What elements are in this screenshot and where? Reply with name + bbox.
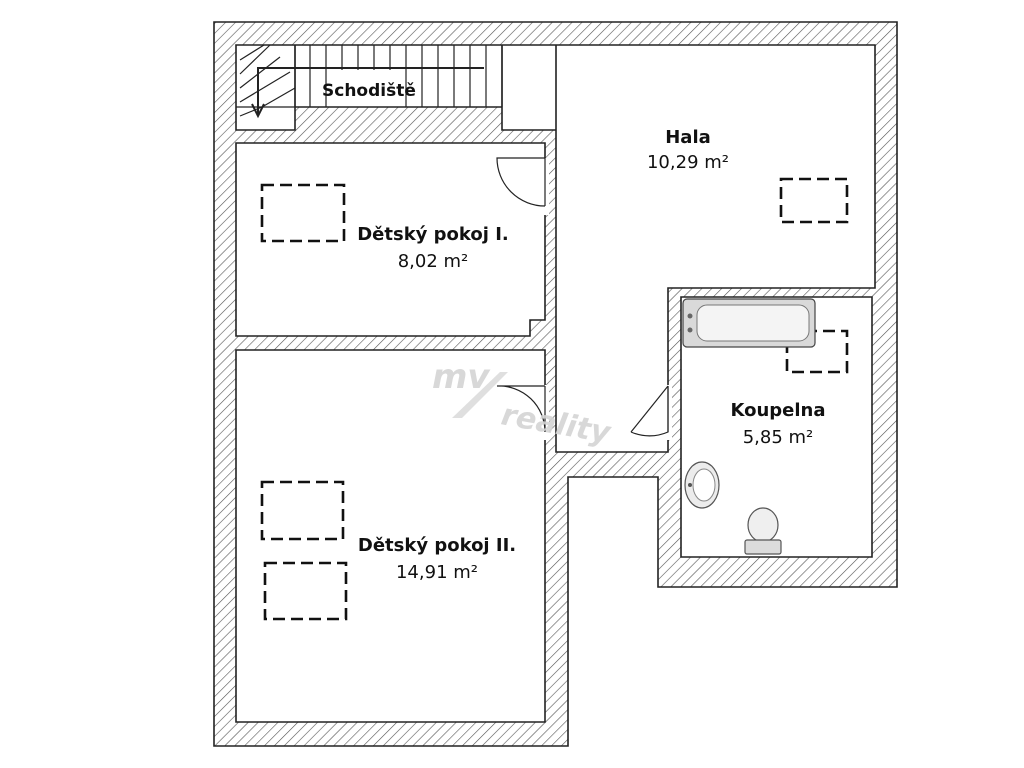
room-area-hall: 10,29 m² — [647, 152, 729, 173]
room-label-hall: Hala — [665, 127, 711, 148]
room-area-bathroom: 5,85 m² — [743, 427, 814, 448]
room-area-kids-room-1: 8,02 m² — [398, 251, 469, 272]
toilet-icon — [744, 507, 782, 555]
bathtub-icon — [682, 298, 816, 348]
room-label-bathroom: Koupelna — [730, 400, 825, 421]
walls — [213, 21, 898, 747]
room-area-kids-room-2: 14,91 m² — [396, 562, 478, 583]
room-label-kids-room-1: Dětský pokoj I. — [357, 224, 509, 245]
roof-window-marks — [260, 177, 849, 621]
sink-icon — [684, 461, 720, 509]
room-label-kids-room-2: Dětský pokoj II. — [358, 535, 516, 556]
watermark-logo: mv reality — [432, 357, 614, 451]
doors — [496, 157, 672, 440]
stairs-label: Schodiště — [322, 81, 416, 101]
staircase — [236, 44, 503, 119]
